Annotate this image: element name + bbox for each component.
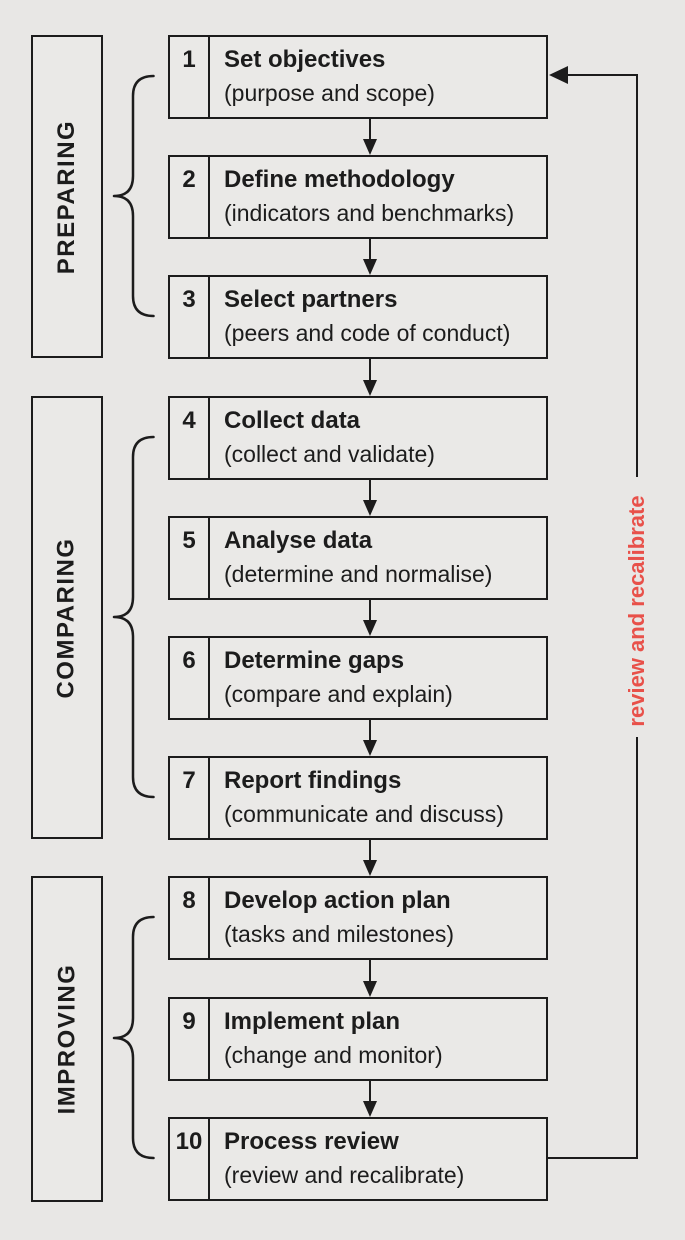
step-box-8: 8 Develop action plan (tasks and milesto… — [168, 876, 548, 960]
arrowhead-icon — [363, 1101, 377, 1117]
brace-improving-icon — [112, 915, 155, 1160]
arrowhead-icon — [363, 259, 377, 275]
step-subtitle: (determine and normalise) — [224, 561, 493, 587]
step-number: 4 — [170, 398, 210, 478]
step-title: Develop action plan — [224, 887, 451, 914]
step-subtitle: (collect and validate) — [224, 441, 435, 467]
step-title: Collect data — [224, 407, 361, 434]
flow-arrow-6-7 — [363, 718, 377, 756]
step-subtitle: (indicators and benchmarks) — [224, 200, 515, 226]
step-title: Process review — [224, 1128, 399, 1155]
step-box-10: 10 Process review (review and recalibrat… — [168, 1117, 548, 1201]
step-number: 7 — [170, 758, 210, 838]
step-number: 6 — [170, 638, 210, 718]
step-box-4: 4 Collect data (collect and validate) — [168, 396, 548, 480]
step-box-5: 5 Analyse data (determine and normalise) — [168, 516, 548, 600]
step-subtitle: (purpose and scope) — [224, 80, 435, 106]
step-title: Report findings — [224, 767, 402, 794]
step-number: 10 — [170, 1119, 210, 1199]
arrowhead-icon — [363, 380, 377, 396]
step-title: Select partners — [224, 286, 398, 313]
flow-arrow-7-8 — [363, 838, 377, 876]
phase-label-improving: IMPROVING — [53, 963, 80, 1115]
step-title: Implement plan — [224, 1008, 401, 1035]
brace-comparing-icon — [112, 435, 155, 799]
step-box-2: 2 Define methodology (indicators and ben… — [168, 155, 548, 239]
step-title: Set objectives — [224, 46, 386, 73]
brace-preparing-icon — [112, 74, 155, 318]
phase-box-preparing: PREPARING — [31, 35, 103, 358]
phase-box-improving: IMPROVING — [31, 876, 103, 1202]
step-number: 8 — [170, 878, 210, 958]
phase-label-preparing: PREPARING — [53, 119, 80, 274]
flow-arrow-8-9 — [363, 958, 377, 997]
flow-arrow-3-4 — [363, 357, 377, 396]
arrowhead-icon — [363, 620, 377, 636]
arrowhead-icon — [363, 860, 377, 876]
phase-label-comparing: COMPARING — [53, 536, 80, 699]
flow-arrow-1-2 — [363, 117, 377, 155]
step-title: Analyse data — [224, 527, 373, 554]
flow-arrow-5-6 — [363, 598, 377, 636]
flow-arrow-2-3 — [363, 237, 377, 275]
arrowhead-icon — [363, 740, 377, 756]
step-subtitle: (tasks and milestones) — [224, 921, 455, 947]
step-title: Define methodology — [224, 166, 455, 193]
step-subtitle: (compare and explain) — [224, 681, 453, 707]
feedback-loop-label: review and recalibrate — [624, 489, 650, 733]
arrowhead-icon — [363, 500, 377, 516]
phase-box-comparing: COMPARING — [31, 396, 103, 839]
step-number: 2 — [170, 157, 210, 237]
step-box-9: 9 Implement plan (change and monitor) — [168, 997, 548, 1081]
step-box-3: 3 Select partners (peers and code of con… — [168, 275, 548, 359]
arrowhead-icon — [363, 139, 377, 155]
arrowhead-icon — [363, 981, 377, 997]
step-number: 5 — [170, 518, 210, 598]
step-box-1: 1 Set objectives (purpose and scope) — [168, 35, 548, 119]
flow-arrow-9-10 — [363, 1079, 377, 1117]
step-subtitle: (review and recalibrate) — [224, 1162, 465, 1188]
step-number: 3 — [170, 277, 210, 357]
arrowhead-icon — [549, 66, 568, 84]
step-number: 1 — [170, 37, 210, 117]
step-number: 9 — [170, 999, 210, 1079]
step-box-7: 7 Report findings (communicate and discu… — [168, 756, 548, 840]
step-title: Determine gaps — [224, 647, 405, 674]
flow-arrow-4-5 — [363, 478, 377, 516]
step-subtitle: (change and monitor) — [224, 1042, 443, 1068]
step-box-6: 6 Determine gaps (compare and explain) — [168, 636, 548, 720]
step-subtitle: (communicate and discuss) — [224, 801, 504, 827]
step-subtitle: (peers and code of conduct) — [224, 320, 511, 346]
